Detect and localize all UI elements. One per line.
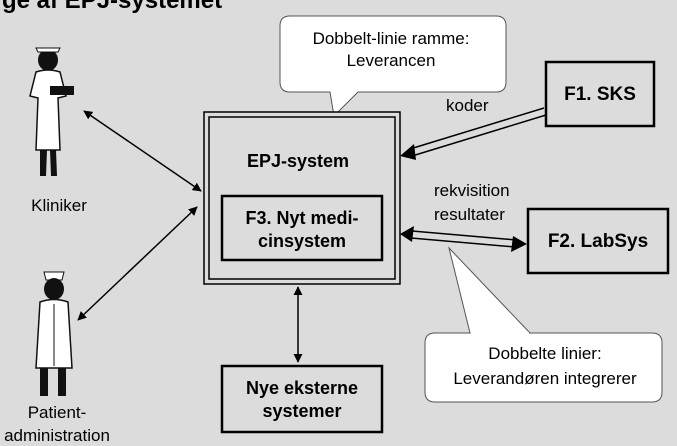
callout-leverancen: Dobbelt-linie ramme: Leverancen [279,15,507,118]
resultater-label: resultater [434,205,505,224]
koder-double-arrow [400,107,547,160]
labsys-double-arrow [400,226,527,252]
eksterne-label-line1: Nye eksterne [246,378,358,398]
page-title: ge af EPJ-systemet [2,0,222,14]
f1-sks-label: F1. SKS [564,84,636,105]
callout-leverancen-line2: Leverancen [347,51,436,70]
f3-label-line2: cinsystem [258,231,346,251]
eksterne-label-line2: systemer [262,401,341,421]
koder-label: koder [446,96,489,115]
kliniker-person-icon [29,47,74,176]
callout-leverandoren-line2: Leverandøren integrerer [453,369,637,388]
callout-leverandoren-line1: Dobbelte linier: [488,344,601,363]
f3-medicinsystem-box: F3. Nyt medi- cinsystem [220,194,384,262]
kliniker-label: Kliniker [31,196,87,215]
patientadmin-label-line2: administration [4,426,110,445]
callout-leverandoren: Dobbelte linier: Leverandøren integrerer [424,246,663,403]
f2-labsys-label: F2. LabSys [548,231,648,252]
callout-leverancen-line1: Dobbelt-linie ramme: [313,29,470,48]
nye-eksterne-systemer-box: Nye eksterne systemer [220,364,384,434]
epj-system-label: EPJ-system [247,151,349,171]
f3-label-line1: F3. Nyt medi- [245,208,358,228]
patientadmin-arrow [77,206,198,321]
patientadmin-person-icon [35,271,73,396]
patientadmin-label-line1: Patient- [28,403,87,422]
f1-sks-box: F1. SKS [544,60,656,128]
kliniker-arrow [83,110,202,192]
rekvisition-label: rekvisition [434,181,510,200]
f2-labsys-box: F2. LabSys [526,207,670,275]
